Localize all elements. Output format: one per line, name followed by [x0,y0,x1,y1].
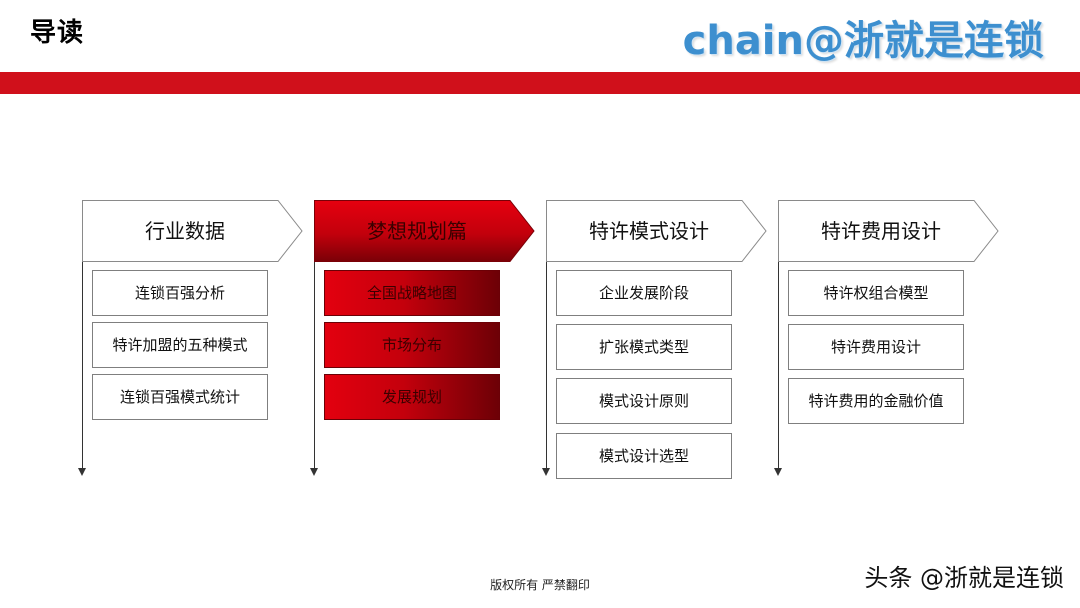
column-header-label: 特许模式设计 [589,219,709,243]
axis-arrow-icon [78,468,86,476]
column-header-label: 特许费用设计 [821,219,941,243]
column-axis-line [546,200,547,470]
brand-logo-text: chain@浙就是连锁 [682,18,1044,64]
list-item[interactable]: 扩张模式类型 [556,324,732,370]
chevron-header-shape [778,200,999,262]
column-header-label: 行业数据 [145,219,225,243]
list-item[interactable]: 特许费用设计 [788,324,964,370]
page-title: 导读 [30,18,85,48]
list-item[interactable]: 特许费用的金融价值 [788,378,964,424]
axis-arrow-icon [542,468,550,476]
column-header[interactable]: 特许模式设计 [546,200,768,262]
column-industry-data: 行业数据 连锁百强分析 特许加盟的五种模式 连锁百强模式统计 [78,200,312,480]
list-item[interactable]: 全国战略地图 [324,270,500,316]
list-item[interactable]: 模式设计选型 [556,433,732,479]
list-item[interactable]: 市场分布 [324,322,500,368]
chevron-header-shape [82,200,303,262]
copyright-notice: 版权所有 严禁翻印 [490,578,590,592]
list-item[interactable]: 连锁百强模式统计 [92,374,268,420]
axis-arrow-icon [310,468,318,476]
chevron-header-shape [314,200,535,262]
column-header-label: 梦想规划篇 [367,219,467,243]
column-axis-line [778,200,779,470]
column-axis-line [314,200,315,470]
list-item[interactable]: 模式设计原则 [556,378,732,424]
column-header[interactable]: 梦想规划篇 [314,200,536,262]
column-header[interactable]: 行业数据 [82,200,304,262]
column-header[interactable]: 特许费用设计 [778,200,1000,262]
watermark-text: 头条 @浙就是连锁 [864,564,1064,592]
list-item[interactable]: 连锁百强分析 [92,270,268,316]
axis-arrow-icon [774,468,782,476]
header-red-band [0,72,1080,94]
column-franchise-fee-design: 特许费用设计 特许权组合模型 特许费用设计 特许费用的金融价值 [774,200,1008,480]
list-item[interactable]: 企业发展阶段 [556,270,732,316]
column-franchise-model-design: 特许模式设计 企业发展阶段 扩张模式类型 模式设计原则 模式设计选型 [542,200,776,480]
list-item[interactable]: 特许加盟的五种模式 [92,322,268,368]
list-item[interactable]: 特许权组合模型 [788,270,964,316]
list-item[interactable]: 发展规划 [324,374,500,420]
column-axis-line [82,200,83,470]
column-dream-planning: 梦想规划篇 全国战略地图 市场分布 发展规划 [310,200,544,480]
chevron-header-shape [546,200,767,262]
